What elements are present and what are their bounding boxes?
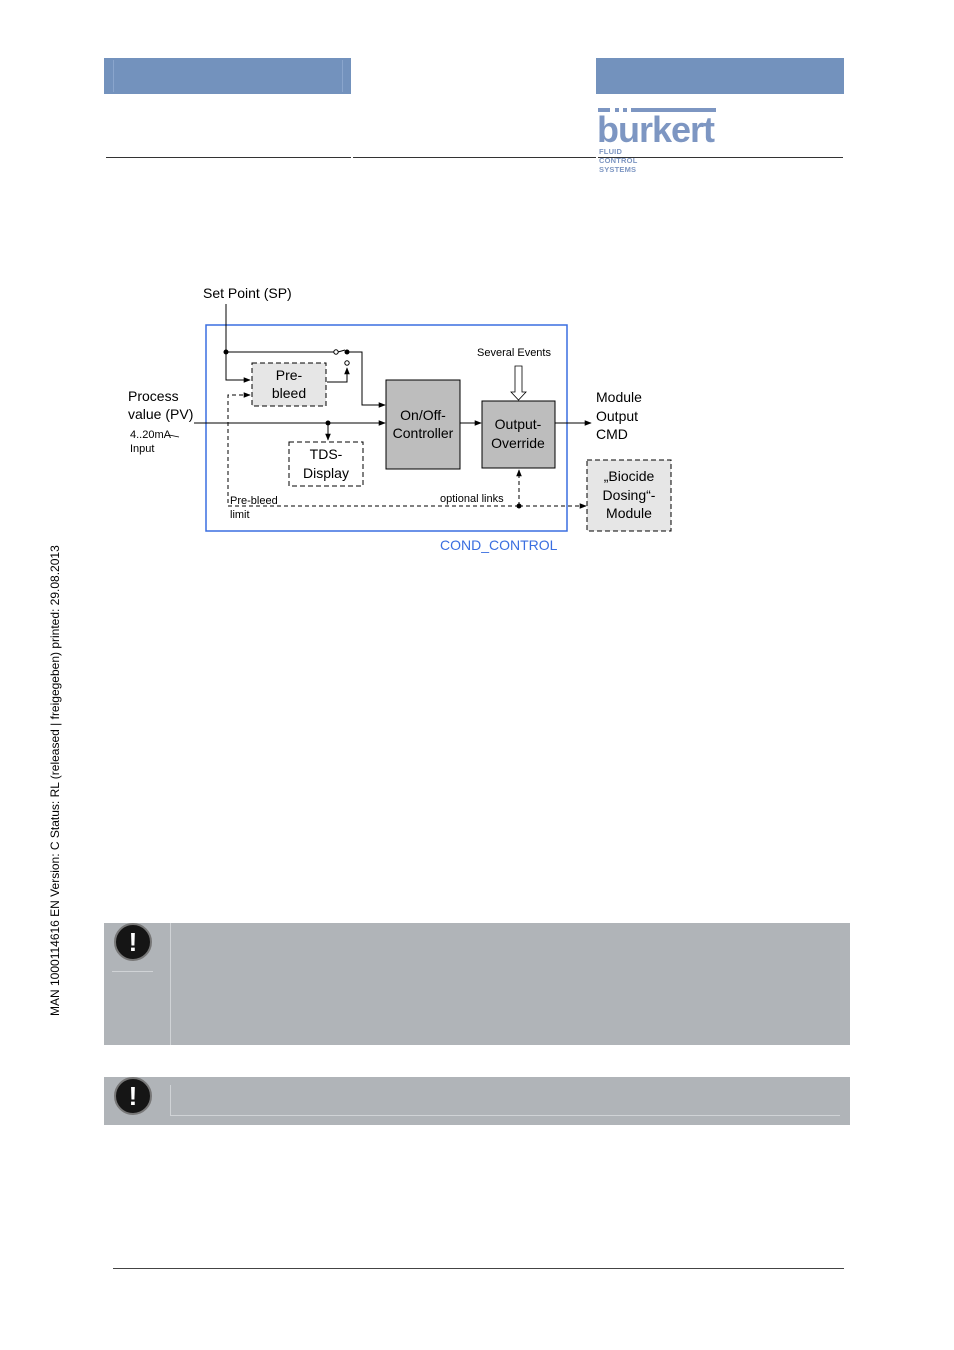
header-rule-1 [106,157,351,158]
note-icon-underline [112,971,153,972]
logo-subtitle: FLUID CONTROL SYSTEMS [599,147,638,174]
controller-label-1: On/Off- [400,407,446,423]
set-point-label: Set Point (SP) [203,285,292,301]
cond-control-diagram: Set Point (SP) Pre- bleed Process value … [128,285,672,553]
prebleed-limit-label-1: Pre-bleed [230,495,278,507]
note-divider [170,1085,171,1115]
process-value-label-2: value (PV) [128,406,193,422]
header-bar-right [596,58,844,94]
prebleed-label-1: Pre- [276,367,303,383]
prebleed-label-2: bleed [272,385,306,401]
biocide-label-2: Dosing“- [603,487,656,503]
prebleed-block [251,362,327,407]
logo-wordmark: burkert [597,109,715,150]
header-rule-3 [598,157,843,158]
module-output-label-1: Module [596,389,642,405]
override-label-1: Output- [495,416,542,432]
note-box-notice: ! [104,1077,850,1125]
override-label-2: Override [491,435,545,451]
module-output-label-2: Output [596,408,638,424]
header-bar-left [104,58,351,94]
exclamation-icon: ! [114,1077,152,1115]
on-off-controller-block [385,379,461,470]
header-rule-2 [353,157,596,158]
biocide-label-3: Module [606,505,652,521]
module-output-label-3: CMD [596,426,628,442]
tds-label-2: Display [303,465,349,481]
output-override-block [481,400,556,469]
tds-display-block [288,441,364,487]
controller-label-2: Controller [393,425,454,441]
header-bar-left-divider [342,60,343,92]
note-divider [170,923,171,1045]
biocide-dosing-module-block [586,459,672,532]
several-events-label: Several Events [477,347,551,359]
note-underline [170,1115,840,1116]
prebleed-limit-label-2: limit [230,509,250,521]
tds-label-1: TDS- [310,446,343,462]
logo-dots [598,108,716,112]
header-bar-left-divider [113,60,114,92]
exclamation-icon: ! [114,923,152,961]
note-box-important: ! [104,923,850,1045]
cond-control-label: COND_CONTROL [440,537,558,553]
process-value-label-1: Process [128,388,179,404]
input-label-1: 4..20mA [130,429,172,441]
biocide-label-1: „Biocide [604,468,655,484]
document-info-vertical: MAN 1000114616 EN Version: C Status: RL … [48,545,62,1016]
input-label-2: Input [130,443,154,455]
footer-rule [113,1268,844,1269]
optional-links-label: optional links [440,493,504,505]
cond-control-frame [205,324,568,532]
